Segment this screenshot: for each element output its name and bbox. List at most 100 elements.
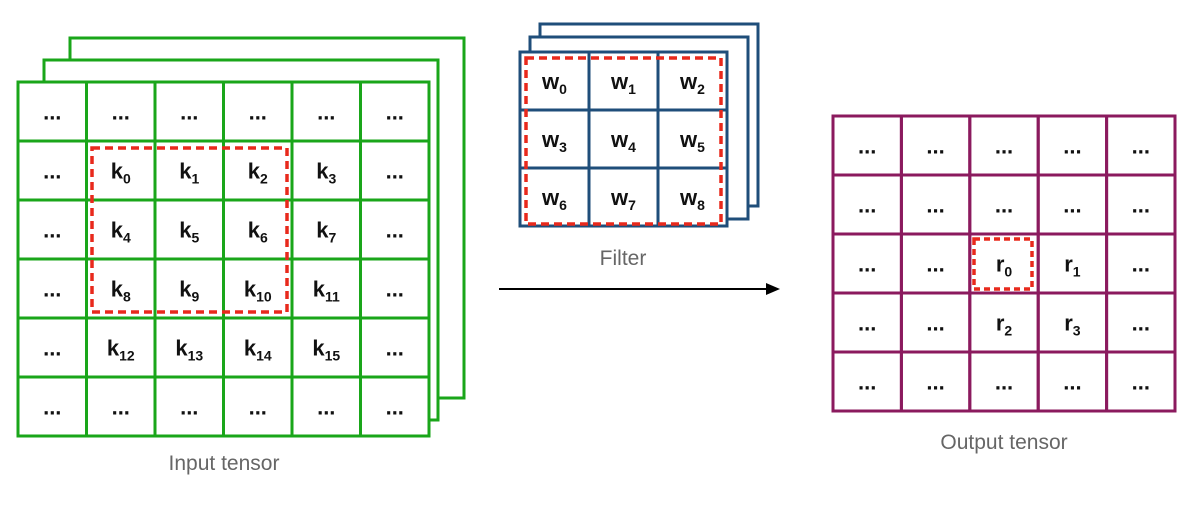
input-value: k11	[313, 277, 340, 305]
output-ellipsis: ...	[926, 193, 944, 218]
filter-value-base: w	[679, 69, 698, 94]
input-value: k4	[111, 218, 131, 246]
input-ellipsis: ...	[180, 395, 198, 420]
input-value-subscript: 3	[328, 171, 336, 187]
output-ellipsis: ...	[926, 134, 944, 159]
output-background	[833, 116, 1175, 411]
input-value-base: k	[175, 336, 188, 361]
input-ellipsis: ...	[386, 159, 404, 184]
filter-highlight	[524, 56, 723, 226]
input-value-subscript: 15	[325, 348, 341, 364]
output-value-base: r	[1064, 252, 1073, 277]
filter-value: w8	[679, 185, 705, 213]
output-ellipsis: ...	[1132, 370, 1150, 395]
input-ellipsis: ...	[317, 100, 335, 125]
filter-value-base: w	[541, 127, 560, 152]
input-value-base: k	[312, 336, 325, 361]
filter-value-subscript: 4	[628, 139, 636, 155]
output-ellipsis: ...	[926, 252, 944, 277]
output-ellipsis: ...	[1063, 370, 1081, 395]
input-value-subscript: 0	[123, 171, 131, 187]
input-tensor-caption: Input tensor	[169, 452, 280, 475]
arrow	[499, 283, 780, 295]
filter-value-subscript: 5	[697, 139, 705, 155]
input-value: k6	[248, 218, 268, 246]
filter-value-base: w	[541, 185, 560, 210]
input-ellipsis: ...	[43, 100, 61, 125]
input-ellipsis: ...	[386, 100, 404, 125]
input-value-subscript: 5	[191, 230, 199, 246]
output-ellipsis: ...	[1063, 134, 1081, 159]
output-ellipsis: ...	[995, 134, 1013, 159]
filter-value-base: w	[679, 185, 698, 210]
output-ellipsis: ...	[858, 193, 876, 218]
output-ellipsis: ...	[858, 311, 876, 336]
filter-value: w4	[610, 127, 636, 155]
input-value: k0	[111, 159, 131, 187]
output-value-base: r	[996, 252, 1005, 277]
input-value-base: k	[313, 277, 326, 302]
filter-value: w7	[610, 185, 636, 213]
input-value: k12	[107, 336, 135, 364]
input-value-subscript: 8	[123, 289, 131, 305]
output-value: r2	[996, 311, 1013, 339]
input-value-base: k	[244, 336, 257, 361]
filter-value: w2	[679, 69, 705, 97]
output-ellipsis: ...	[1132, 134, 1150, 159]
filter-value: w0	[541, 69, 567, 97]
filter-value: w6	[541, 185, 567, 213]
output-ellipsis: ...	[858, 252, 876, 277]
input-value: k2	[248, 159, 268, 187]
output-ellipsis: ...	[1132, 311, 1150, 336]
output-value: r1	[1064, 252, 1081, 280]
input-ellipsis: ...	[43, 159, 61, 184]
filter-value-subscript: 0	[559, 81, 567, 97]
input-value-subscript: 13	[188, 348, 204, 364]
filter-value: w5	[679, 127, 705, 155]
filter-value-base: w	[610, 127, 629, 152]
input-value: k9	[179, 277, 199, 305]
input-ellipsis: ...	[43, 336, 61, 361]
output-ellipsis: ...	[858, 370, 876, 395]
filter-cell	[656, 166, 729, 228]
input-value-base: k	[316, 218, 329, 243]
input-cell	[359, 375, 431, 438]
input-value: k10	[244, 277, 272, 305]
input-value-base: k	[316, 159, 329, 184]
output-ellipsis: ...	[1132, 193, 1150, 218]
input-value: k5	[179, 218, 199, 246]
output-value: r3	[1064, 311, 1081, 339]
input-value: k1	[179, 159, 199, 187]
input-value: k14	[244, 336, 272, 364]
output-value: r0	[996, 252, 1013, 280]
input-ellipsis: ...	[43, 395, 61, 420]
filter-value-base: w	[610, 69, 629, 94]
input-value-base: k	[248, 159, 261, 184]
input-ellipsis: ...	[43, 277, 61, 302]
input-ellipsis: ...	[180, 100, 198, 125]
input-receptive-field-highlight	[90, 146, 289, 314]
output-result-highlight	[972, 237, 1034, 291]
input-value-subscript: 10	[256, 289, 272, 305]
input-value-base: k	[111, 277, 124, 302]
input-value-base: k	[111, 218, 124, 243]
output-value-base: r	[996, 311, 1005, 336]
input-value-subscript: 12	[119, 348, 135, 364]
output-tensor-caption: Output tensor	[940, 431, 1067, 454]
input-value: k3	[316, 159, 336, 187]
filter-background	[520, 52, 727, 226]
output-value-subscript: 1	[1073, 264, 1081, 280]
input-value-base: k	[179, 159, 192, 184]
input-ellipsis: ...	[43, 218, 61, 243]
output-ellipsis: ...	[1063, 193, 1081, 218]
output-value-subscript: 0	[1004, 264, 1012, 280]
output-ellipsis: ...	[858, 134, 876, 159]
filter-value-subscript: 8	[697, 197, 705, 213]
input-value-base: k	[248, 218, 261, 243]
input-ellipsis: ...	[386, 218, 404, 243]
filter-value-base: w	[679, 127, 698, 152]
input-value-base: k	[107, 336, 120, 361]
